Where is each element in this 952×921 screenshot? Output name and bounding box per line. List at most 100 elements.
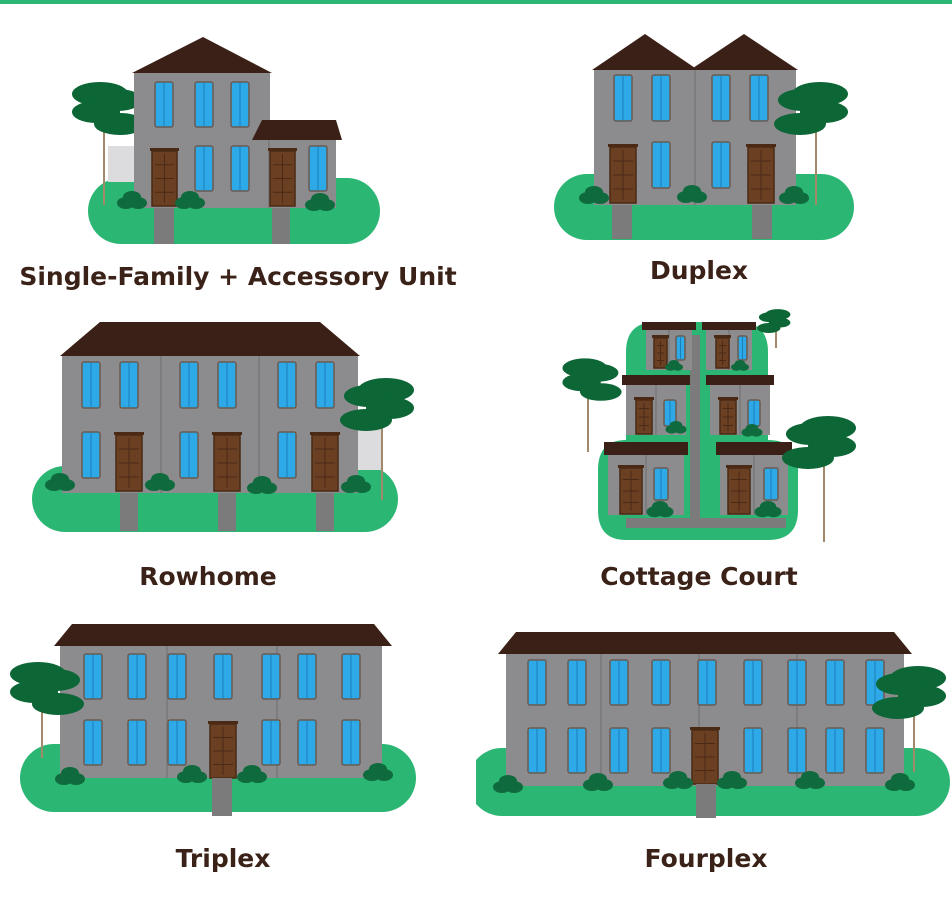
door-lintel — [114, 432, 144, 435]
walkway — [218, 493, 236, 531]
housing-type-fourplex: Fourplex — [476, 600, 952, 921]
bush — [891, 773, 909, 785]
bush — [759, 501, 777, 512]
tree-foliage — [94, 89, 142, 111]
caption-duplex: Duplex — [649, 256, 749, 285]
bush — [585, 186, 603, 198]
bush — [253, 476, 271, 488]
tree-foliage — [580, 383, 622, 401]
tree-foliage — [876, 673, 924, 695]
bush — [51, 473, 69, 485]
housing-type-duplex: Duplex — [476, 0, 952, 300]
bush — [499, 775, 517, 787]
housing-type-single-family-adu: Single-Family + Accessory Unit — [0, 0, 476, 300]
unit-divider — [600, 654, 602, 786]
triplex-icon — [10, 624, 416, 816]
door-lintel — [208, 721, 238, 724]
bush — [745, 424, 759, 433]
bush — [183, 765, 201, 777]
door-lintel — [718, 397, 738, 400]
roof — [622, 375, 690, 385]
roof — [716, 442, 792, 455]
bush — [61, 767, 79, 779]
walkway — [272, 208, 290, 244]
unit-divider — [694, 70, 696, 205]
unit-divider — [668, 330, 670, 370]
unit-divider — [698, 654, 700, 786]
top-accent-bar — [0, 0, 952, 4]
bush — [723, 771, 741, 783]
bush — [243, 765, 261, 777]
walkway — [120, 493, 138, 531]
tree-foliage — [32, 669, 80, 691]
tree-foliage — [580, 364, 619, 382]
unit-divider — [160, 356, 162, 493]
unit-divider — [739, 385, 741, 435]
building-wall — [62, 356, 358, 493]
roof — [592, 34, 698, 70]
tree-foliage — [872, 697, 924, 719]
fourplex-icon — [476, 632, 950, 818]
bush — [651, 501, 669, 512]
roof — [54, 624, 392, 646]
walkway — [696, 784, 716, 818]
door-lintel — [310, 432, 340, 435]
tree-foliage — [778, 89, 826, 111]
bush — [151, 473, 169, 485]
door-lintel — [634, 397, 654, 400]
tree-foliage — [94, 113, 146, 135]
door-lintel — [714, 335, 731, 338]
unit-divider — [258, 356, 260, 493]
door-lintel — [618, 465, 644, 468]
caption-single-family-adu: Single-Family + Accessory Unit — [19, 262, 457, 291]
bush — [734, 360, 746, 368]
tree-foliage — [758, 312, 781, 323]
roof — [60, 322, 360, 356]
single-family-adu-icon — [72, 37, 380, 244]
walkway — [752, 205, 772, 239]
housing-type-cottage-court: Cottage Court — [476, 300, 952, 600]
bush — [369, 763, 387, 775]
door-lintel — [690, 727, 720, 730]
tree-foliage — [340, 409, 392, 431]
cottage-court-icon — [562, 309, 856, 542]
door-lintel — [608, 144, 638, 147]
bush — [668, 360, 680, 368]
bush — [801, 771, 819, 783]
tree-foliage — [786, 423, 834, 445]
bush — [181, 191, 199, 203]
bush — [311, 193, 329, 205]
tree-foliage — [32, 693, 84, 715]
door-lintel — [150, 148, 179, 151]
bush — [669, 421, 683, 430]
door-lintel — [212, 432, 242, 435]
unit-divider — [796, 654, 798, 786]
bush — [683, 185, 701, 197]
roof — [642, 322, 696, 330]
caption-triplex: Triplex — [175, 844, 271, 873]
walkway — [690, 335, 700, 528]
door-lintel — [726, 465, 752, 468]
walkway — [626, 518, 786, 528]
side-wall — [108, 146, 138, 182]
bush — [347, 475, 365, 487]
unit-divider — [268, 140, 270, 208]
unit-divider — [276, 646, 278, 778]
roof — [702, 322, 756, 330]
unit-divider — [645, 455, 647, 515]
caption-fourplex: Fourplex — [644, 844, 768, 873]
door-lintel — [652, 335, 669, 338]
roof — [252, 120, 342, 140]
walkway — [212, 778, 232, 816]
walkway — [612, 205, 632, 239]
roof — [132, 37, 272, 73]
door-lintel — [746, 144, 776, 147]
tree-foliage — [757, 323, 781, 333]
walkway — [316, 493, 334, 531]
unit-divider — [166, 646, 168, 778]
roof — [706, 375, 774, 385]
unit-divider — [753, 455, 755, 515]
bush — [589, 773, 607, 785]
bush — [785, 186, 803, 198]
roof — [498, 632, 912, 654]
